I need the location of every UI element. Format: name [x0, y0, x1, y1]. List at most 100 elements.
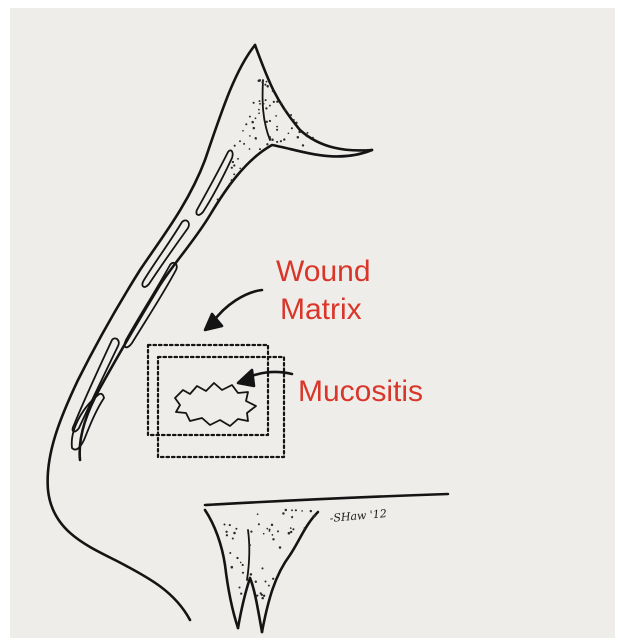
stipple-dot [263, 595, 265, 597]
stipple-dot [290, 114, 292, 116]
stipple-dot [273, 101, 275, 103]
stipple-dot [249, 148, 251, 150]
stipple-dot [255, 138, 257, 140]
stipple-dot [240, 562, 242, 564]
stipple-dot [268, 585, 270, 587]
stipple-dot [251, 121, 254, 124]
stipple-dot [304, 528, 306, 530]
stipple-dot [272, 534, 274, 536]
wound-label-line2: Matrix [280, 293, 362, 326]
stipple-dot [285, 509, 287, 511]
stipple-dot [312, 137, 314, 139]
stipple-dot [306, 135, 308, 137]
stipple-dot [272, 538, 274, 540]
stipple-dot [250, 530, 252, 532]
artist-signature: -SHaw '12 [329, 507, 387, 525]
stipple-dot [261, 597, 264, 600]
stipple-dot [242, 572, 244, 574]
stipple-dot [272, 90, 274, 92]
stipple-dot [236, 557, 238, 559]
stipple-dot [231, 179, 233, 181]
stipple-dot [233, 164, 235, 166]
stipple-dot [263, 103, 265, 105]
stipple-dot [239, 140, 241, 142]
mucositis-lesion [175, 383, 256, 426]
stipple-dot [263, 533, 265, 535]
stipple-dot [266, 85, 269, 88]
stipple-dot [253, 127, 256, 130]
stipple-dot [290, 527, 292, 529]
stipple-dot [238, 586, 240, 588]
stipple-dot [269, 530, 271, 532]
stipple-dot [269, 136, 271, 138]
stipple-dot [229, 183, 231, 185]
stipple-dot [310, 510, 312, 512]
stipple-dot [271, 524, 273, 526]
stipple-dot [295, 122, 297, 124]
stipple-dot [282, 512, 284, 514]
stipple-dot [258, 109, 260, 111]
stipple-dot [312, 515, 314, 517]
stipple-dot [269, 105, 271, 107]
lower-bone-stipple [224, 509, 317, 600]
stipple-dot [229, 552, 231, 554]
stipple-dot [302, 144, 304, 146]
wound-matrix-arrow [205, 290, 262, 330]
stipple-dot [261, 567, 263, 569]
stipple-dot [271, 138, 274, 141]
stipple-dot [231, 167, 233, 169]
stipple-dot [276, 101, 278, 103]
stipple-dot [245, 123, 247, 125]
stipple-dot [258, 80, 260, 82]
stipple-dot [234, 145, 236, 147]
stipple-dot [292, 528, 294, 530]
wound-matrix-outline [148, 345, 284, 457]
stipple-dot [290, 531, 292, 533]
stipple-dot [243, 143, 245, 145]
stipple-dot [277, 530, 279, 532]
stipple-dot [232, 161, 234, 163]
stipple-dot [239, 167, 241, 169]
stipple-dot [242, 564, 244, 566]
stipple-dot [301, 510, 303, 512]
stipple-dot [237, 158, 239, 160]
stipple-dot [229, 524, 231, 526]
stipple-dot [307, 132, 309, 134]
stipple-dot [256, 595, 258, 597]
stipple-dot [276, 126, 278, 128]
stipple-dot [257, 513, 259, 515]
stipple-dot [279, 546, 282, 549]
stipple-dot [280, 140, 282, 142]
stipple-dot [280, 102, 282, 104]
upper-anatomy-outline [48, 45, 372, 620]
stipple-dot [259, 100, 261, 102]
stipple-dot [259, 148, 261, 150]
stipple-dot [291, 509, 293, 511]
lower-ridge-outline [205, 494, 448, 632]
stipple-dot [288, 532, 291, 535]
stipple-dot [275, 115, 277, 117]
stipple-dot [284, 109, 286, 111]
stipple-dot [242, 130, 244, 132]
stipple-dot [265, 107, 267, 109]
stipple-dot [233, 532, 236, 535]
stipple-dot [250, 573, 253, 576]
stipple-dot [255, 581, 257, 583]
wound-label-line1: Wound [276, 255, 371, 288]
stipple-dot [226, 534, 228, 536]
stipple-dot [253, 102, 255, 104]
stipple-dot [260, 592, 262, 594]
stipple-dot [266, 143, 268, 145]
stipple-dot [266, 528, 268, 530]
stipple-dot [235, 528, 237, 530]
stipple-dot [293, 119, 295, 121]
mucositis-arrow [238, 370, 292, 386]
stipple-dot [231, 566, 234, 569]
stipple-dot [259, 103, 261, 105]
stipple-dot [288, 132, 290, 134]
stipple-dot [226, 168, 228, 170]
stipple-dot [298, 131, 301, 134]
stipple-dot [258, 523, 260, 525]
mucositis-label: Mucositis [298, 375, 423, 408]
